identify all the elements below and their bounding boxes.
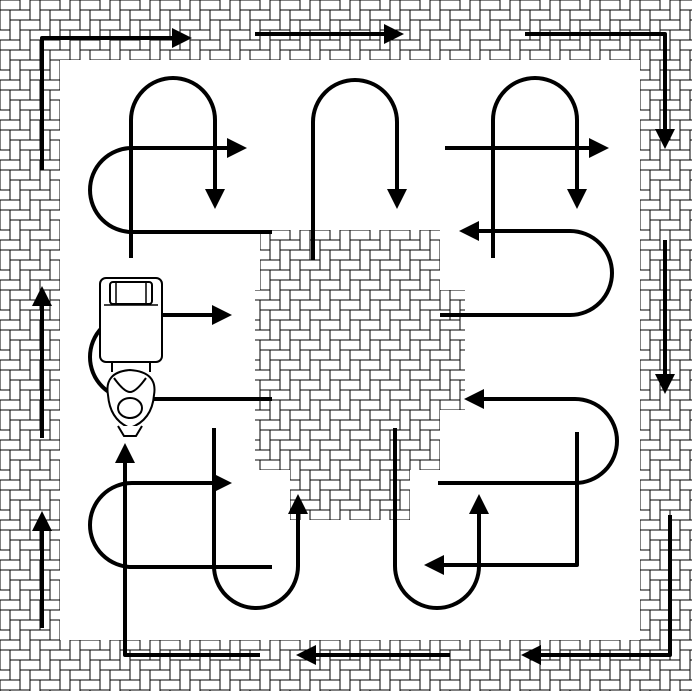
left-border-strip xyxy=(15,60,60,640)
bottom-border-strip xyxy=(15,640,675,680)
operator-head-icon xyxy=(118,398,142,418)
